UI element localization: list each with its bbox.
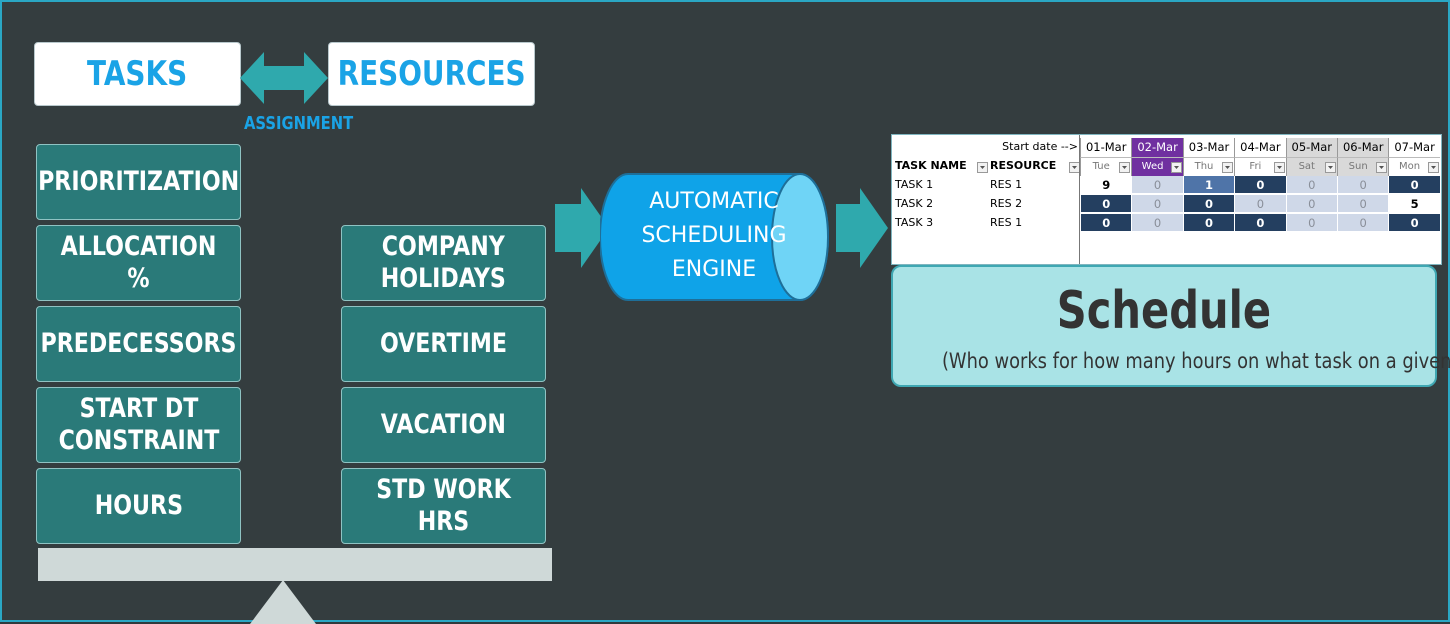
hours-cell: 0 — [1235, 214, 1286, 232]
hours-cell: 0 — [1235, 176, 1286, 194]
filter-dropdown-icon[interactable] — [977, 162, 988, 173]
hours-cell: 9 — [1081, 176, 1132, 194]
balance-beam — [38, 548, 552, 581]
hours-cell: 0 — [1286, 195, 1337, 213]
day-header: Sat — [1285, 157, 1337, 176]
filter-dropdown-icon[interactable] — [1376, 162, 1388, 173]
col-resource: RESOURCE — [990, 159, 1057, 172]
hours-cell: 0 — [1286, 176, 1337, 194]
hours-cell: 0 — [1389, 214, 1440, 232]
resource-cell: RES 1 — [990, 178, 1023, 191]
hours-cell: 0 — [1389, 176, 1440, 194]
tile-allocation: ALLOCATION % — [36, 225, 241, 301]
day-header: Fri — [1234, 157, 1286, 176]
resources-label: RESOURCES — [337, 54, 526, 94]
column-divider — [1079, 135, 1080, 264]
start-date-label: Start date --> — [1002, 140, 1078, 153]
date-header: 06-Mar — [1337, 138, 1389, 157]
hours-cell: 0 — [1338, 195, 1389, 213]
arrow-right-icon — [836, 188, 888, 268]
hours-cell: 0 — [1286, 214, 1337, 232]
hours-cell: 0 — [1081, 214, 1132, 232]
hours-cell: 1 — [1183, 176, 1235, 194]
double-arrow-icon — [240, 52, 328, 104]
schedule-title: Schedule — [1056, 281, 1272, 341]
hours-cell: 0 — [1338, 176, 1389, 194]
engine-cylinder — [600, 173, 829, 301]
task-name-cell: TASK 3 — [895, 216, 934, 229]
hours-cell: 0 — [1183, 195, 1235, 213]
tile-std-work-hrs: STD WORK HRS — [341, 468, 546, 544]
filter-dropdown-icon[interactable] — [1222, 162, 1234, 173]
date-header: 03-Mar — [1182, 138, 1235, 157]
day-header: Wed — [1131, 157, 1183, 176]
resource-cell: RES 1 — [990, 216, 1023, 229]
date-header: 02-Mar — [1131, 138, 1183, 157]
task-name-cell: TASK 2 — [895, 197, 934, 210]
tile-overtime: OVERTIME — [341, 306, 546, 382]
day-header: Mon — [1388, 157, 1440, 176]
date-header: 07-Mar — [1388, 138, 1440, 157]
tile-vacation: VACATION — [341, 387, 546, 463]
tile-hours: HOURS — [36, 468, 241, 544]
day-header: Thu — [1182, 157, 1235, 176]
assignment-label: ASSIGNMENT — [243, 113, 354, 134]
tile-prioritization: PRIORITIZATION — [36, 144, 241, 220]
filter-dropdown-icon[interactable] — [1273, 162, 1285, 173]
date-header: 01-Mar — [1080, 138, 1132, 157]
hours-cell: 0 — [1081, 195, 1132, 213]
filter-dropdown-icon[interactable] — [1427, 162, 1439, 173]
date-header: 05-Mar — [1285, 138, 1337, 157]
hours-cell: 5 — [1389, 195, 1440, 213]
col-task-name: TASK NAME — [895, 159, 967, 172]
schedule-subtitle: (Who works for how many hours on what ta… — [941, 349, 1450, 373]
fulcrum-triangle — [250, 580, 316, 624]
engine-label: AUTOMATIC SCHEDULING ENGINE — [641, 189, 787, 282]
resources-box: RESOURCES — [328, 42, 535, 106]
resource-cell: RES 2 — [990, 197, 1023, 210]
day-header: Tue — [1080, 157, 1132, 176]
hours-cell: 0 — [1183, 214, 1235, 232]
filter-dropdown-icon[interactable] — [1170, 162, 1182, 173]
tasks-label: TASKS — [87, 54, 188, 94]
hours-cell: 0 — [1132, 176, 1183, 194]
filter-dropdown-icon[interactable] — [1119, 162, 1131, 173]
schedule-spreadsheet: Start date --> TASK NAME RESOURCE 01-Mar… — [891, 134, 1442, 265]
hours-cell: 0 — [1338, 214, 1389, 232]
tile-predecessors: PREDECESSORS — [36, 306, 241, 382]
tasks-box: TASKS — [34, 42, 241, 106]
hours-cell: 0 — [1132, 195, 1183, 213]
day-header: Sun — [1337, 157, 1389, 176]
schedule-box: Schedule (Who works for how many hours o… — [891, 265, 1450, 387]
arrow-right-icon — [555, 188, 609, 268]
task-name-cell: TASK 1 — [895, 178, 934, 191]
hours-cell: 0 — [1132, 214, 1183, 232]
date-header: 04-Mar — [1234, 138, 1286, 157]
hours-cell: 0 — [1235, 195, 1286, 213]
filter-dropdown-icon[interactable] — [1325, 162, 1336, 173]
